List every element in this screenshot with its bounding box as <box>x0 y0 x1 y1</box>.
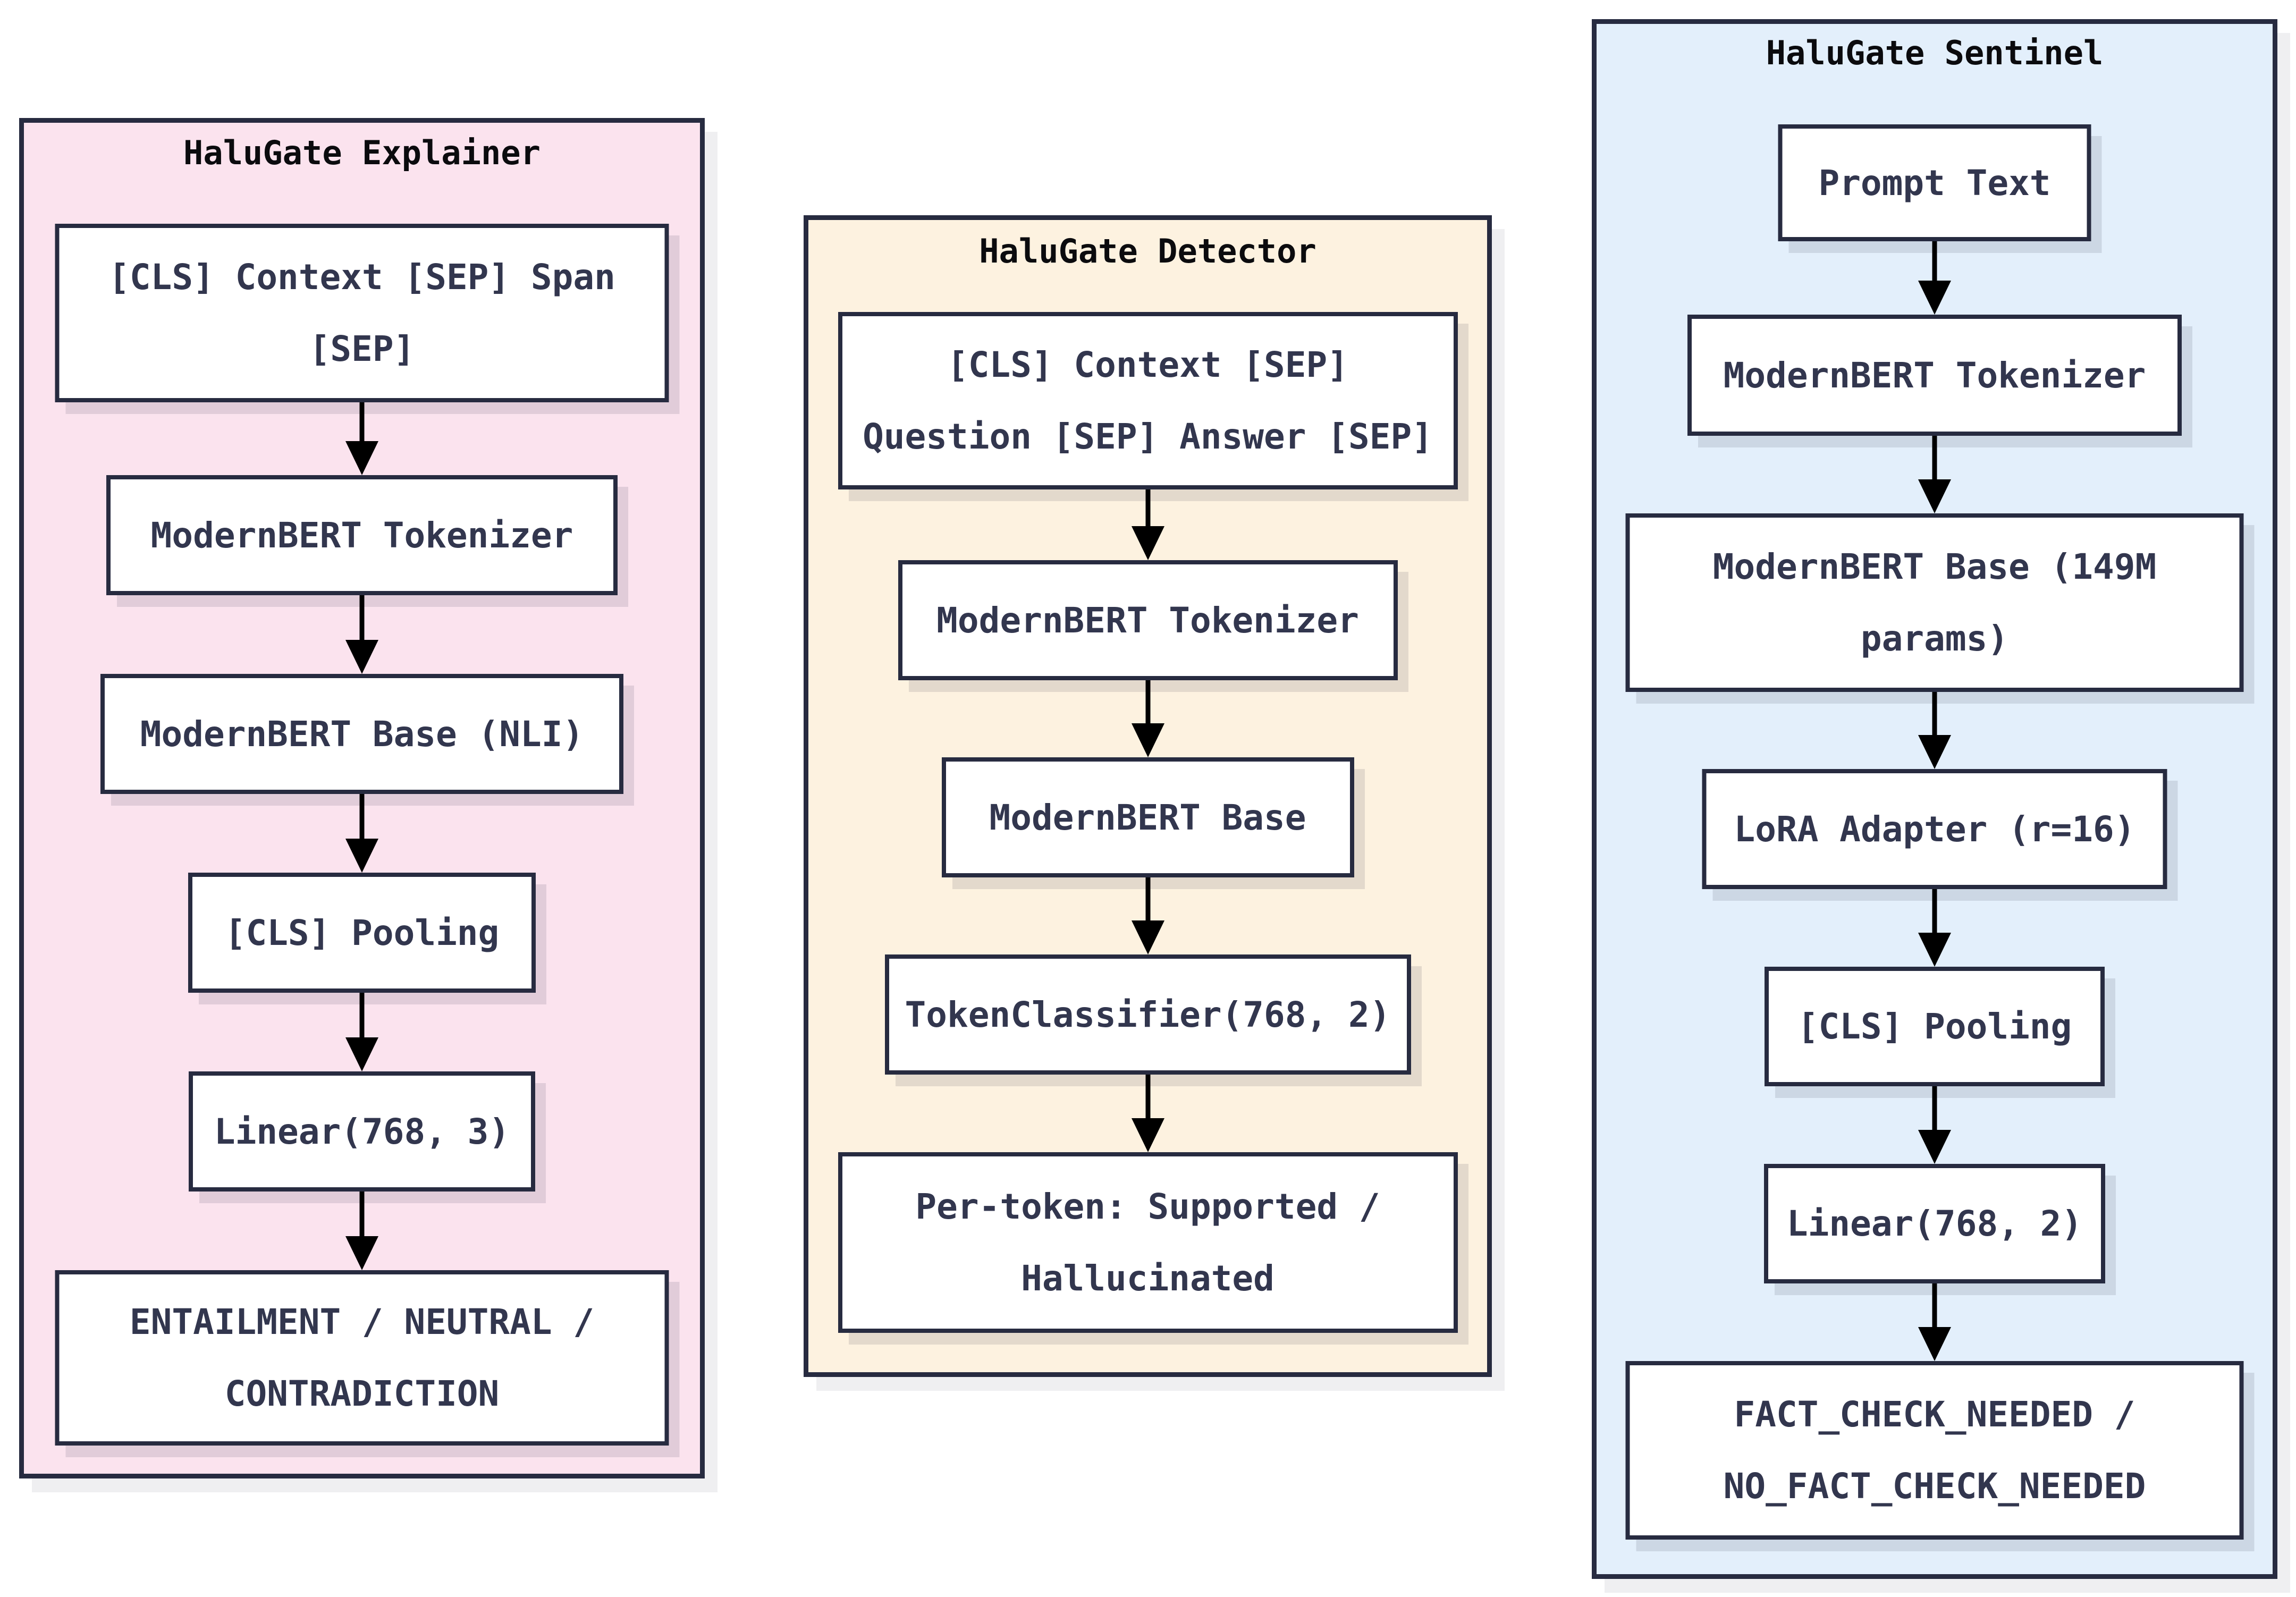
arrow-head <box>345 839 378 873</box>
node-label: ModernBERT Tokenizer <box>936 599 1359 641</box>
panel-halugate-explainer: HaluGate Explainer [CLS] Context [SEP] S… <box>19 118 705 1478</box>
arrow-shaft <box>359 595 365 650</box>
node-linear-768-2: Linear(768, 2) <box>1764 1164 2105 1283</box>
node-input-cls-context-question-answer: [CLS] Context [SEP] Question [SEP] Answe… <box>838 312 1458 489</box>
down-arrow-icon <box>1918 692 1952 769</box>
node-linear-768-3: Linear(768, 3) <box>189 1071 535 1192</box>
node-output-entailment-neutral-contradiction: ENTAILMENT / NEUTRAL / CONTRADICTION <box>55 1270 669 1446</box>
arrow-shaft <box>359 794 365 849</box>
arrow-head <box>1131 1118 1164 1152</box>
node-output-fact-check-needed: FACT_CHECK_NEEDED / NO_FACT_CHECK_NEEDED <box>1625 1361 2244 1540</box>
node-output-per-token-supported-hallucinated: Per-token: Supported / Hallucinated <box>838 1152 1458 1333</box>
panel-halugate-detector: HaluGate Detector [CLS] Context [SEP] Qu… <box>804 215 1492 1377</box>
arrow-shaft <box>1145 489 1150 537</box>
down-arrow-icon <box>1918 889 1952 967</box>
node-label: Linear(768, 3) <box>214 1111 510 1152</box>
arrow-head <box>345 1236 378 1270</box>
arrow-shaft <box>1932 241 1937 291</box>
down-arrow-icon <box>1918 1283 1952 1361</box>
node-prompt-text: Prompt Text <box>1778 124 2091 241</box>
arrow-shaft <box>1932 889 1937 943</box>
node-label: FACT_CHECK_NEEDED / NO_FACT_CHECK_NEEDED <box>1723 1394 2146 1507</box>
arrow-head <box>1918 281 1951 315</box>
arrow-head <box>1131 526 1164 560</box>
node-input-cls-context-sep-span: [CLS] Context [SEP] Span [SEP] <box>55 224 669 402</box>
node-modernbert-tokenizer: ModernBERT Tokenizer <box>898 560 1398 680</box>
node-label: Per-token: Supported / Hallucinated <box>915 1186 1380 1299</box>
arrow-shaft <box>359 1192 365 1247</box>
node-modernbert-tokenizer: ModernBERT Tokenizer <box>106 475 618 595</box>
arrow-shaft <box>1145 1075 1150 1129</box>
node-label: ModernBERT Base (149M params) <box>1712 546 2157 659</box>
down-arrow-icon <box>345 794 379 873</box>
arrow-shaft <box>359 993 365 1048</box>
arrow-shaft <box>1145 680 1150 734</box>
arrow-head <box>1918 735 1951 769</box>
down-arrow-icon <box>345 1192 379 1270</box>
panel-title-explainer: HaluGate Explainer <box>183 133 541 172</box>
down-arrow-icon <box>1918 1086 1952 1164</box>
arrow-head <box>1918 1130 1951 1164</box>
node-modernbert-base-149m-params: ModernBERT Base (149M params) <box>1625 513 2244 692</box>
node-label: ModernBERT Tokenizer <box>150 514 573 556</box>
node-tokenclassifier-768-2: TokenClassifier(768, 2) <box>884 954 1411 1075</box>
node-label: Prompt Text <box>1818 162 2051 204</box>
node-label: TokenClassifier(768, 2) <box>905 994 1391 1035</box>
down-arrow-icon <box>1918 241 1952 315</box>
node-label: ModernBERT Base (NLI) <box>140 713 584 755</box>
arrow-shaft <box>359 402 365 452</box>
node-label: [CLS] Context [SEP] Span [SEP] <box>108 257 615 369</box>
node-modernbert-base-nli: ModernBERT Base (NLI) <box>100 674 623 794</box>
down-arrow-icon <box>345 993 379 1071</box>
arrow-head <box>345 441 378 475</box>
down-arrow-icon <box>1131 877 1165 954</box>
node-label: [CLS] Context [SEP] Question [SEP] Answe… <box>863 344 1433 457</box>
node-label: [CLS] Pooling <box>1797 1006 2072 1047</box>
down-arrow-icon <box>1131 1075 1165 1152</box>
panel-title-sentinel: HaluGate Sentinel <box>1766 33 2104 72</box>
arrow-head <box>1918 1327 1951 1361</box>
node-cls-pooling: [CLS] Pooling <box>1765 967 2105 1086</box>
arrow-head <box>1918 933 1951 967</box>
arrow-head <box>1918 479 1951 513</box>
node-label: ModernBERT Base <box>989 797 1306 838</box>
arrow-head <box>345 1037 378 1071</box>
panel-title-detector: HaluGate Detector <box>979 232 1316 271</box>
down-arrow-icon <box>345 595 379 674</box>
arrow-shaft <box>1932 1283 1937 1338</box>
arrow-shaft <box>1932 1086 1937 1140</box>
node-label: ModernBERT Tokenizer <box>1723 354 2146 396</box>
arrow-head <box>1131 723 1164 757</box>
arrow-head <box>1131 920 1164 954</box>
node-label: ENTAILMENT / NEUTRAL / CONTRADICTION <box>129 1302 595 1414</box>
panel-halugate-sentinel: HaluGate Sentinel Prompt Text ModernBERT… <box>1592 19 2277 1579</box>
node-label: LoRA Adapter (r=16) <box>1734 808 2135 850</box>
arrow-shaft <box>1145 877 1150 931</box>
node-modernbert-tokenizer: ModernBERT Tokenizer <box>1687 315 2182 436</box>
down-arrow-icon <box>1918 436 1952 513</box>
down-arrow-icon <box>1131 489 1165 560</box>
node-modernbert-base: ModernBERT Base <box>941 757 1354 877</box>
node-lora-adapter-r16: LoRA Adapter (r=16) <box>1702 769 2167 889</box>
arrow-shaft <box>1932 436 1937 490</box>
node-label: Linear(768, 2) <box>1786 1203 2083 1244</box>
down-arrow-icon <box>345 402 379 475</box>
node-label: [CLS] Pooling <box>224 912 500 953</box>
node-cls-pooling: [CLS] Pooling <box>188 873 536 993</box>
down-arrow-icon <box>1131 680 1165 757</box>
arrow-shaft <box>1932 692 1937 746</box>
arrow-head <box>345 640 378 674</box>
